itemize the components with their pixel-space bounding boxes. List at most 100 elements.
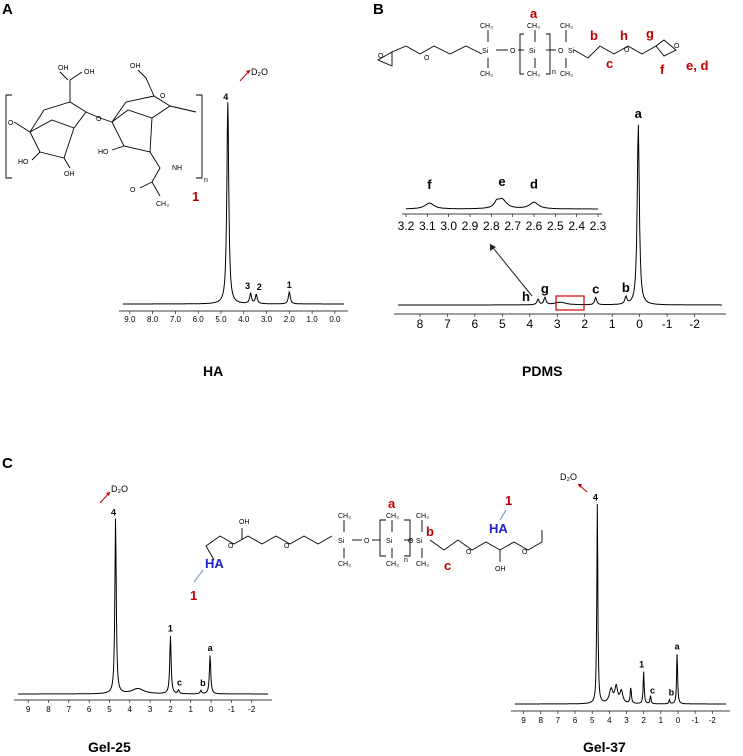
ha-atom-oh-4: OH xyxy=(64,171,75,178)
pdms-inset-peak-label: f xyxy=(427,177,432,192)
pdms-inset-tick-label: 2.3 xyxy=(590,219,607,233)
pdms-inset-peak-label: d xyxy=(530,177,538,192)
pdms-atom-n: n xyxy=(552,69,556,76)
pdms-tick-label: -2 xyxy=(689,317,700,331)
gel37-tick-label: 5 xyxy=(590,716,595,725)
gel37-peak-label: a xyxy=(675,642,681,652)
ha-structure-atoms: OH OH OH HO OH HO O O O NH O CH₃ n xyxy=(8,63,208,208)
pdms-peak-label: a xyxy=(635,106,643,121)
panel-label-b: B xyxy=(373,1,384,18)
pdms-peak-label: h xyxy=(522,289,530,304)
ha-tick-label: 6.0 xyxy=(193,315,205,324)
ha-atom-oh-3: OH xyxy=(130,63,141,70)
gel37-peak-label: 1 xyxy=(639,659,644,669)
pdms-inset-tick-label: 2.9 xyxy=(462,219,479,233)
pdms-structure-labels: a b c h g f e, d xyxy=(530,6,708,77)
gel25-tick-label: 4 xyxy=(128,705,133,714)
ha-atom-o-1: O xyxy=(96,116,102,123)
gel-label-c: c xyxy=(444,558,451,573)
gel-atom-o-1: O xyxy=(364,538,370,545)
gel-atom-ch3-6: CH₃ xyxy=(416,561,429,568)
gel-ha-left: HA xyxy=(205,556,224,571)
ha-structure xyxy=(5,69,203,197)
gel37-tick-label: 1 xyxy=(659,716,664,725)
gel-structure xyxy=(205,519,543,562)
caption-gel25: Gel-25 xyxy=(88,739,131,755)
gel-atom-ch3-2: CH₃ xyxy=(338,561,351,568)
pdms-atom-ch3-1: CH₃ xyxy=(480,23,493,30)
pdms-tick-label: 7 xyxy=(444,317,451,331)
pdms-label-ed: e, d xyxy=(686,58,708,73)
pdms-tick-label: -1 xyxy=(662,317,673,331)
pdms-atom-ch3-5: CH₃ xyxy=(560,23,573,30)
gel-ha-arrows xyxy=(193,509,507,583)
gel37-peak-label: c xyxy=(650,686,655,696)
ha-atom-oh-1: OH xyxy=(58,65,69,72)
panel-label-c: C xyxy=(2,455,13,472)
gel25-trace xyxy=(18,518,268,695)
pdms-label-g: g xyxy=(646,26,654,41)
ha-tick-label: 8.0 xyxy=(147,315,159,324)
ha-tick-label: 7.0 xyxy=(170,315,182,324)
gel37-tick-label: -1 xyxy=(692,716,700,725)
gel25-d2o-label: D₂O xyxy=(111,484,128,494)
ha-atom-o-3: O xyxy=(160,93,166,100)
gel-atom-o-2: O xyxy=(408,538,414,545)
ha-peak-label: 4 xyxy=(223,92,228,102)
pdms-inset-region-box xyxy=(555,295,585,311)
ha-d2o-label: D₂O xyxy=(251,67,268,77)
pdms-label-b: b xyxy=(590,28,598,43)
pdms-structure-atoms: Si O Si O Si CH₃ CH₃ CH₃ CH₃ CH₃ CH₃ O O… xyxy=(378,23,680,78)
ha-atom-oh-2: OH xyxy=(84,69,95,76)
ha-atom-nh: NH xyxy=(172,165,182,172)
pdms-label-f: f xyxy=(660,62,665,77)
pdms-peak-label: c xyxy=(592,281,599,296)
ha-tick-label: 5.0 xyxy=(215,315,227,324)
pdms-tick-label: 3 xyxy=(554,317,561,331)
gel25-tick-label: -2 xyxy=(248,705,256,714)
ha-tick-label: 4.0 xyxy=(238,315,250,324)
gel-atom-n: n xyxy=(404,557,408,564)
pdms-atom-o-3: O xyxy=(424,55,430,62)
gel37-d2o-annotation: D₂O xyxy=(560,472,588,493)
pdms-atom-ch3-3: CH₃ xyxy=(527,23,540,30)
gel-atom-oh-2: OH xyxy=(495,566,506,573)
pdms-atom-o-2: O xyxy=(558,48,564,55)
pdms-inset-tick-label: 2.8 xyxy=(483,219,500,233)
gel-atom-o-5: O xyxy=(466,549,472,556)
gel-atom-o-6: O xyxy=(522,549,528,556)
pdms-label-a: a xyxy=(530,6,538,21)
pdms-label-h: h xyxy=(620,28,628,43)
gel-atom-ch3-3: CH₃ xyxy=(386,513,399,520)
pdms-inset-tick-label: 3.2 xyxy=(398,219,415,233)
caption-pdms: PDMS xyxy=(522,363,562,379)
ha-atom-o-2: O xyxy=(8,120,14,127)
pdms-tick-label: 1 xyxy=(609,317,616,331)
pdms-atom-o-5: O xyxy=(624,47,630,54)
pdms-inset-trace xyxy=(406,197,598,210)
gel25-peak-label: a xyxy=(208,643,214,653)
gel37-peak-label: b xyxy=(669,688,675,698)
pdms-atom-o-4: O xyxy=(378,53,384,60)
gel-atom-o-4: O xyxy=(284,543,290,550)
gel37-tick-label: 7 xyxy=(556,716,561,725)
pdms-inset-tick-label: 2.5 xyxy=(547,219,564,233)
ha-tick-label: 9.0 xyxy=(124,315,136,324)
ha-d2o-annotation: D₂O xyxy=(239,67,268,82)
pdms-label-c: c xyxy=(606,56,613,71)
pdms-atom-si-1: Si xyxy=(482,48,489,55)
ha-atom-ho-2: HO xyxy=(98,149,109,156)
gel25-tick-label: 5 xyxy=(107,705,112,714)
gel-atom-oh-1: OH xyxy=(239,519,250,526)
gel37-peak-label: 4 xyxy=(593,492,598,502)
pdms-atom-ch3-2: CH₃ xyxy=(480,71,493,78)
pdms-trace xyxy=(398,124,722,306)
gel25-tick-label: 3 xyxy=(148,705,153,714)
gel25-tick-label: 1 xyxy=(189,705,194,714)
gel-label-1-right: 1 xyxy=(505,493,512,508)
gel25-tick-label: 6 xyxy=(87,705,92,714)
gel-ha-right: HA xyxy=(489,521,508,536)
